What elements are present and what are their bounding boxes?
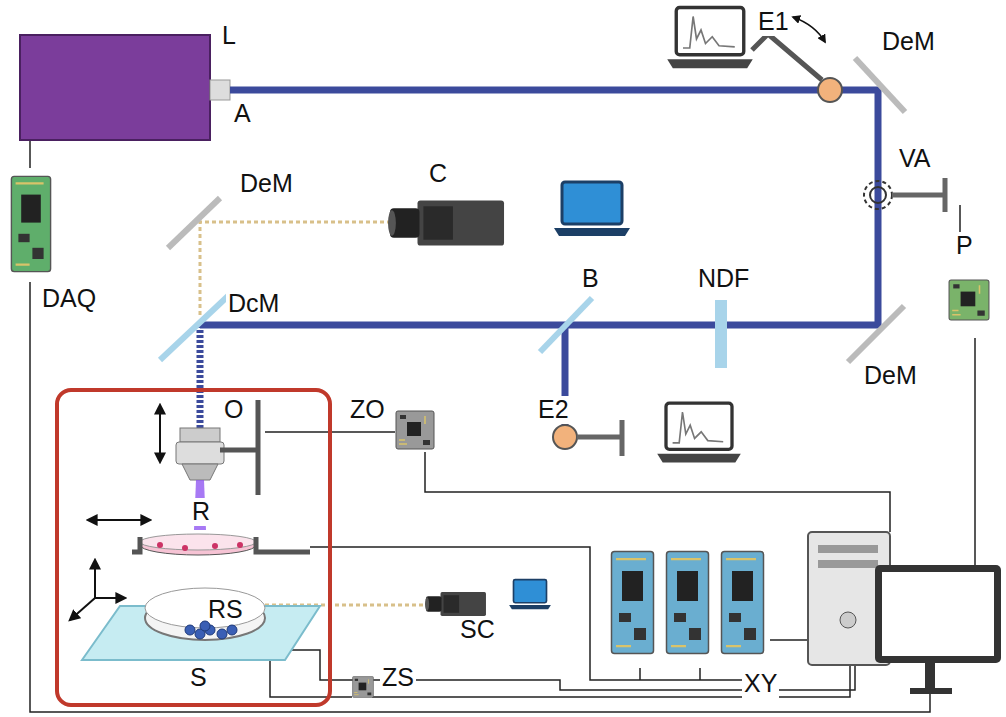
part-label: A <box>232 100 253 128</box>
part-label: VA <box>897 145 933 173</box>
sample-stage <box>82 588 320 660</box>
part-label: RS <box>206 596 245 624</box>
part-label: L <box>220 22 238 50</box>
laser-beam <box>200 90 878 605</box>
part-label: SC <box>458 616 497 644</box>
part-label: DeM <box>862 362 919 390</box>
part-label: ZO <box>348 396 387 424</box>
part-label: P <box>954 232 975 260</box>
laptop <box>554 182 630 236</box>
laser <box>20 35 230 140</box>
part-label: E2 <box>536 396 571 424</box>
part-label: DeM <box>880 28 937 56</box>
part-label: S <box>188 664 209 692</box>
daq-board <box>11 176 50 271</box>
controller-board <box>949 280 989 320</box>
z-objective-board <box>396 411 434 449</box>
part-label: DcM <box>226 290 281 318</box>
camera <box>388 200 504 245</box>
part-label: R <box>190 498 212 526</box>
stage-camera <box>425 592 486 616</box>
laptop <box>657 403 741 462</box>
part-label: XY <box>742 670 779 698</box>
part-label: O <box>222 396 245 424</box>
variable-attenuator <box>864 178 945 212</box>
laptop <box>667 8 753 69</box>
part-label: NDF <box>696 265 751 293</box>
part-label: DeM <box>238 170 295 198</box>
monitor <box>875 565 1001 694</box>
part-label: ZS <box>380 664 416 692</box>
xy-board <box>612 552 654 654</box>
energy-meter-2 <box>553 420 622 456</box>
part-label: DAQ <box>40 285 98 313</box>
xy-board <box>722 552 764 654</box>
motion-region <box>57 390 330 705</box>
part-label: C <box>427 160 449 188</box>
z-stage-board <box>353 677 374 698</box>
wires <box>30 140 975 712</box>
laptop <box>509 580 551 610</box>
part-label: B <box>580 265 601 293</box>
part-label: E1 <box>756 8 791 36</box>
xy-board <box>667 552 709 654</box>
mirrors <box>160 58 905 368</box>
